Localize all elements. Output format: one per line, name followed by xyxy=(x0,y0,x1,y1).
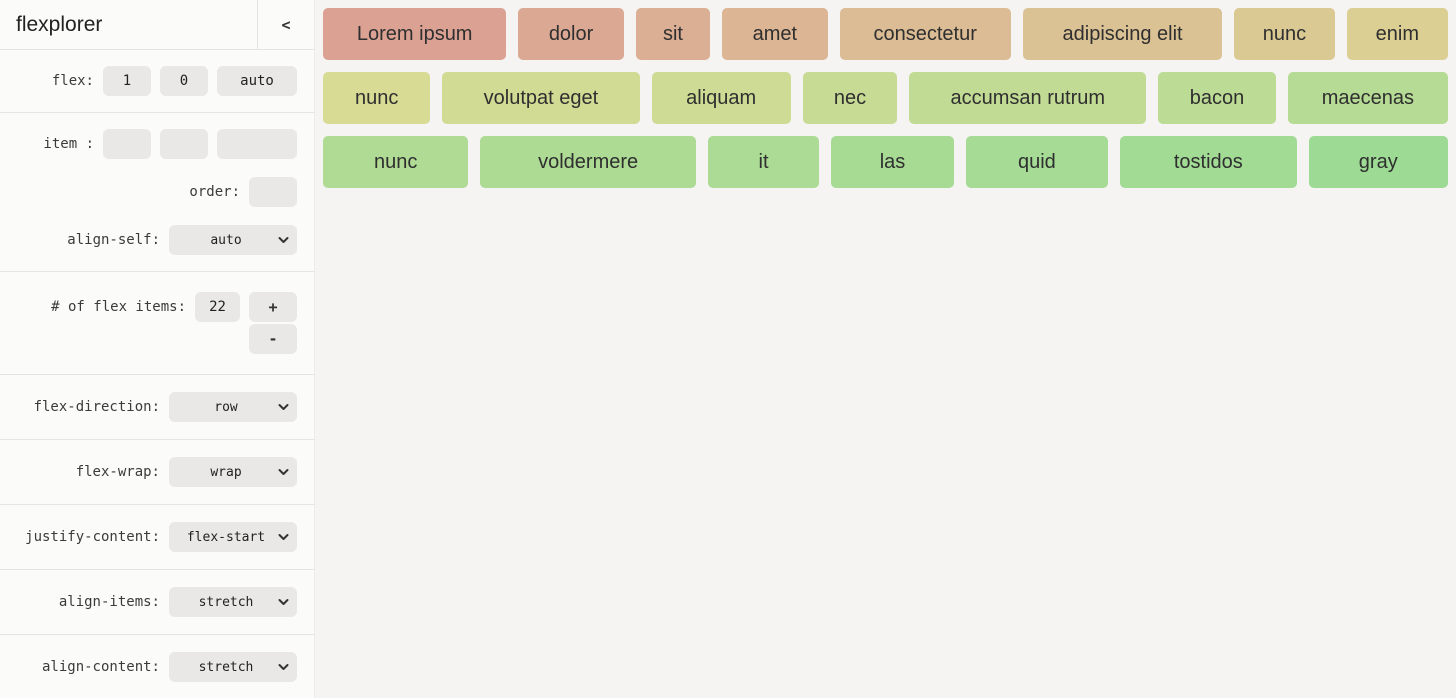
item-count-group: # of flex items: + - xyxy=(0,271,314,374)
flex-item[interactable]: quid xyxy=(965,136,1109,188)
collapse-sidebar-button[interactable]: < xyxy=(257,0,314,49)
flex-shrink-input[interactable] xyxy=(160,66,208,96)
app-title: flexplorer xyxy=(16,12,103,36)
align-content-label: align-content: xyxy=(41,659,160,675)
item-shrink-input[interactable] xyxy=(160,129,208,159)
flex-basis-input[interactable] xyxy=(217,66,297,96)
item-label: item : xyxy=(43,136,94,152)
align-content-group: align-content: stretch xyxy=(0,634,314,698)
justify-content-group: justify-content: flex-start xyxy=(0,504,314,569)
align-items-label: align-items: xyxy=(58,594,160,610)
flex-item[interactable]: it xyxy=(707,136,820,188)
justify-content-select[interactable]: flex-start xyxy=(169,522,297,552)
flex-item[interactable]: adipiscing elit xyxy=(1022,8,1223,60)
item-grow-input[interactable] xyxy=(103,129,151,159)
flex-items-count-input[interactable] xyxy=(195,292,240,322)
flex-item[interactable]: consectetur xyxy=(839,8,1011,60)
flex-shorthand-group: flex: xyxy=(0,50,314,112)
add-item-button[interactable]: + xyxy=(249,292,297,322)
flex-item[interactable]: nunc xyxy=(323,136,469,188)
flex-direction-select[interactable]: row xyxy=(169,392,297,422)
flex-item[interactable]: amet xyxy=(722,8,828,60)
remove-item-button[interactable]: - xyxy=(249,324,297,354)
flex-items-count-label: # of flex items: xyxy=(51,299,186,315)
flex-wrap-select[interactable]: wrap xyxy=(169,457,297,487)
sidebar: flexplorer < flex: item : order: align-s… xyxy=(0,0,315,698)
flex-item[interactable]: las xyxy=(831,136,954,188)
flex-grow-input[interactable] xyxy=(103,66,151,96)
align-self-select[interactable]: auto xyxy=(169,225,297,255)
flex-item[interactable]: Lorem ipsum xyxy=(323,8,507,60)
flex-item[interactable]: nec xyxy=(802,72,898,124)
order-input[interactable] xyxy=(249,177,297,207)
flex-wrap-label: flex-wrap: xyxy=(75,464,160,480)
align-self-label: align-self: xyxy=(67,232,160,248)
flex-item[interactable]: enim xyxy=(1346,8,1448,60)
flex-item[interactable]: maecenas xyxy=(1287,72,1448,124)
item-basis-input[interactable] xyxy=(217,129,297,159)
justify-content-label: justify-content: xyxy=(25,529,160,545)
flex-wrap-group: flex-wrap: wrap xyxy=(0,439,314,504)
flex-item[interactable]: aliquam xyxy=(651,72,791,124)
flex-direction-label: flex-direction: xyxy=(33,399,160,415)
item-settings-group: item : order: align-self: auto xyxy=(0,112,314,271)
flex-item[interactable]: volutpat eget xyxy=(442,72,640,124)
sidebar-header: flexplorer < xyxy=(0,0,314,50)
align-content-select[interactable]: stretch xyxy=(169,652,297,682)
flex-item[interactable]: voldermere xyxy=(480,136,696,188)
flex-item[interactable]: gray xyxy=(1308,136,1448,188)
flex-item[interactable]: bacon xyxy=(1158,72,1276,124)
flex-item[interactable]: sit xyxy=(635,8,711,60)
flex-item[interactable]: nunc xyxy=(323,72,431,124)
flex-direction-group: flex-direction: row xyxy=(0,374,314,439)
align-items-group: align-items: stretch xyxy=(0,569,314,634)
align-items-select[interactable]: stretch xyxy=(169,587,297,617)
flex-item[interactable]: nunc xyxy=(1234,8,1335,60)
order-label: order: xyxy=(189,184,240,200)
flex-label: flex: xyxy=(51,73,94,89)
flex-item[interactable]: accumsan rutrum xyxy=(909,72,1147,124)
flex-item[interactable]: dolor xyxy=(518,8,624,60)
flex-item[interactable]: tostidos xyxy=(1120,136,1297,188)
